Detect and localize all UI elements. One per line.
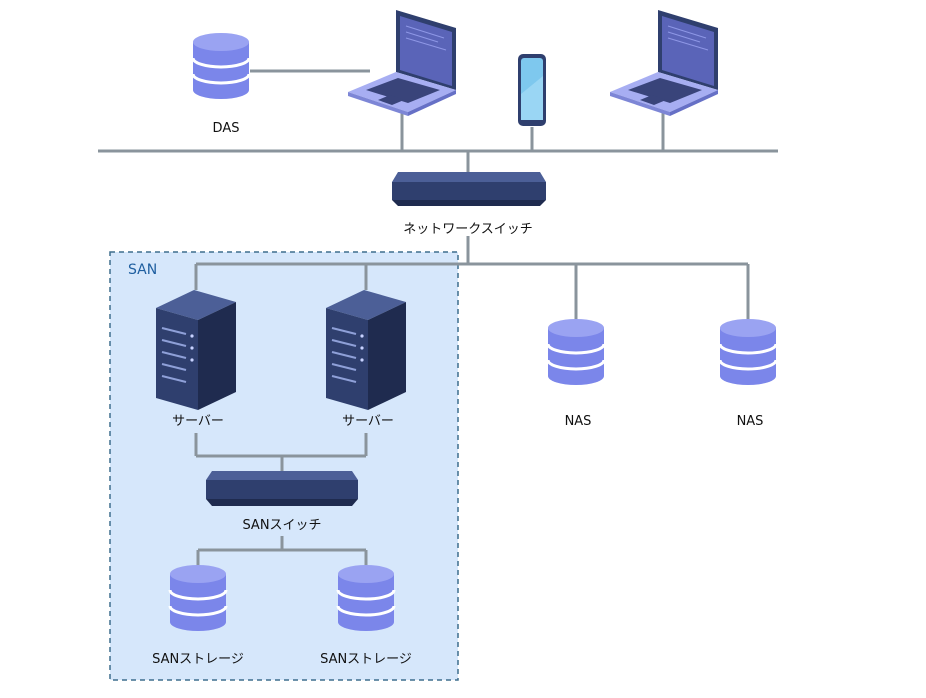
server-2-label: サーバー xyxy=(342,414,394,429)
nas-1-label: NAS xyxy=(564,414,592,429)
nas-2-database-icon xyxy=(718,317,778,387)
san-storage-2-database-icon xyxy=(336,563,396,633)
san-switch-icon xyxy=(206,471,358,506)
san-storage-1-database-icon xyxy=(168,563,228,633)
server-1-label: サーバー xyxy=(172,414,224,429)
smartphone-icon xyxy=(518,54,546,126)
network-switch-icon xyxy=(392,172,546,206)
server-2-icon xyxy=(325,289,407,411)
das-database-icon xyxy=(191,31,251,101)
laptop-1-icon xyxy=(347,9,457,117)
san-area-label: SAN xyxy=(128,262,158,278)
san-storage-2-label: SANストレージ xyxy=(320,652,412,667)
san-switch-label: SANスイッチ xyxy=(242,518,322,533)
connection-lines xyxy=(98,69,778,567)
laptop-2-icon xyxy=(609,9,719,117)
nas-1-database-icon xyxy=(546,317,606,387)
network-switch-label: ネットワークスイッチ xyxy=(403,222,533,237)
das-label: DAS xyxy=(212,121,240,136)
san-storage-1-label: SANストレージ xyxy=(152,652,244,667)
server-1-icon xyxy=(155,289,237,411)
nas-2-label: NAS xyxy=(736,414,764,429)
